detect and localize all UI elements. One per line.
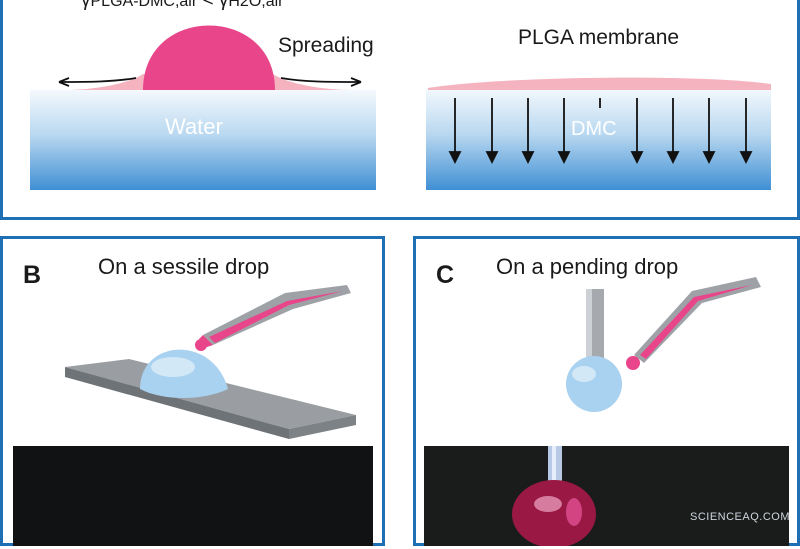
panel-a-drawing [58, 25, 771, 165]
plga-dmc-drop [143, 25, 275, 90]
panel-b: B On a sessile drop [0, 236, 385, 546]
right-spreading-arrow [280, 77, 362, 83]
panel-b-letter: B [23, 261, 42, 289]
panel-c-letter: C [436, 261, 455, 289]
pink-droplet-c [626, 356, 640, 370]
photo-c-drop [512, 446, 596, 546]
pipette-b [199, 285, 351, 347]
water-label: Water [165, 114, 223, 139]
gamma-symbol: γ [81, 0, 91, 11]
pink-droplet-b [195, 339, 207, 351]
panel-c-title: On a pending drop [496, 254, 679, 279]
plga-membrane-label: PLGA membrane [518, 26, 680, 49]
panel-b-title: On a sessile drop [98, 254, 270, 279]
water-block [30, 90, 376, 190]
dmc-diffusion-arrows [448, 98, 753, 165]
pending-water-drop [566, 356, 622, 412]
panel-a: γPLGA-DMC,air < γH2O,air Spreading Water [0, 0, 800, 220]
left-spreading-arrow [58, 77, 137, 83]
photo-b [13, 446, 373, 546]
panel-c: C On a pending drop [413, 236, 800, 546]
membrane-substrate-block [426, 88, 771, 190]
photo-c [424, 446, 789, 546]
pipette-c [634, 277, 761, 363]
pending-drop-illustration [566, 277, 761, 412]
less-than-sign: < [197, 0, 219, 11]
surface-tension-equation: γPLGA-DMC,air < γH2O,air [81, 0, 283, 12]
gamma-symbol: γ [218, 0, 229, 11]
watermark: SCIENCEAQ.COM [689, 511, 790, 523]
dmc-label: DMC [571, 118, 617, 140]
sessile-drop-illustration [65, 285, 356, 439]
equation-subscript-water: H2O,air [228, 0, 284, 10]
spreading-label: Spreading [278, 34, 374, 57]
equation-subscript-plga: PLGA-DMC,air [90, 0, 198, 10]
plga-membrane-film [428, 77, 771, 90]
